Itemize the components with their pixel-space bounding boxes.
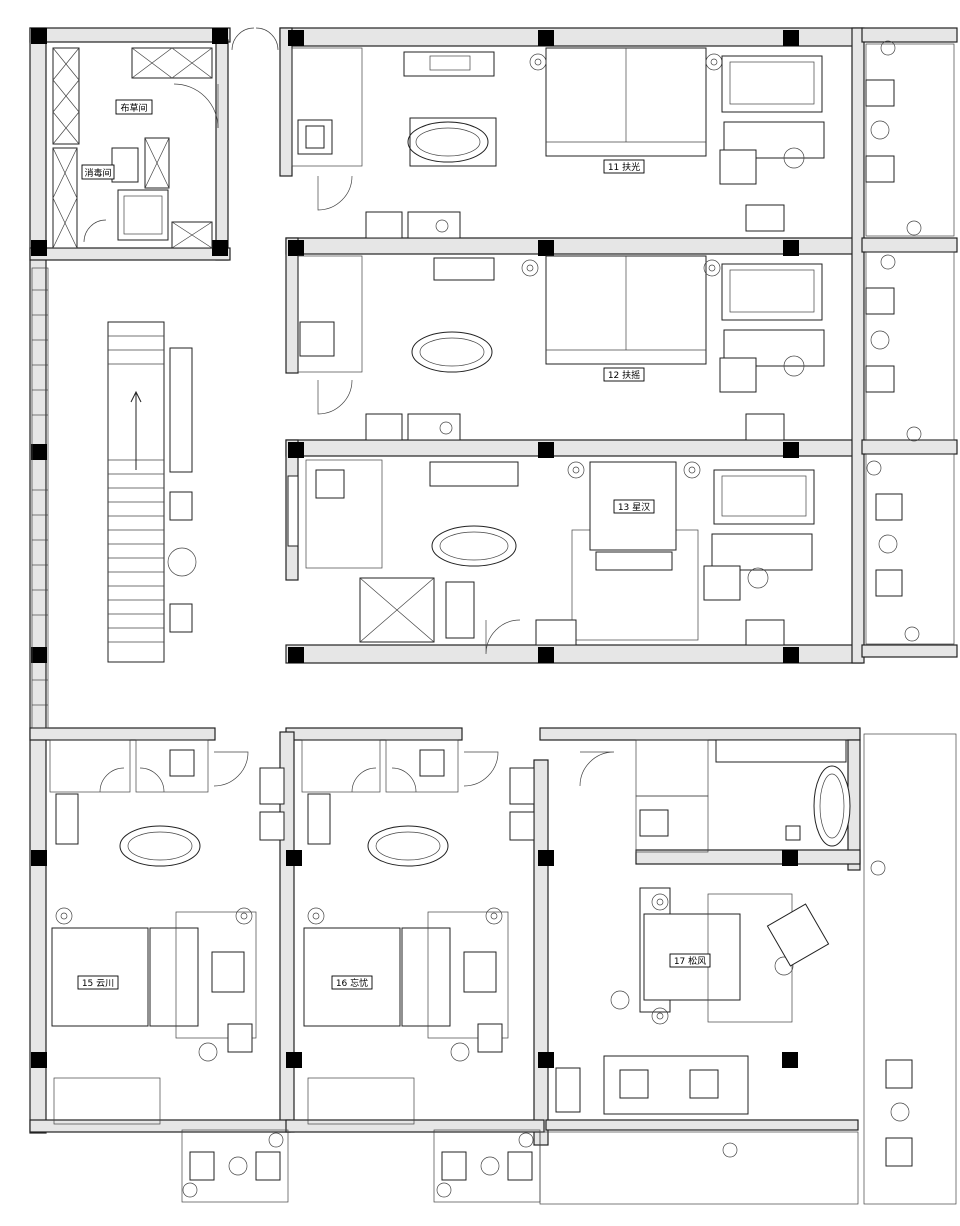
room-17-label: 17 松风 xyxy=(674,955,706,967)
room-16-label: 16 忘忧 xyxy=(336,977,368,989)
room-15-label: 15 云川 xyxy=(82,979,114,989)
columns xyxy=(31,28,799,1068)
room-17: 17 松风 xyxy=(539,733,957,1205)
room-13: 13 星汉 xyxy=(287,453,955,646)
room-12-label: 12 扶摇 xyxy=(608,369,640,381)
room-15: 15 云川 xyxy=(49,739,289,1203)
room-13-label: 13 星汉 xyxy=(618,502,650,513)
doors xyxy=(99,175,615,793)
linen-room-label: 布草间 xyxy=(120,102,147,114)
room-11-label: 11 扶光 xyxy=(608,161,640,173)
staircase xyxy=(107,321,197,663)
disinfection-room-label: 消毒间 xyxy=(84,167,111,179)
room-16: 16 忘忧 xyxy=(301,739,541,1203)
room-12: 12 扶摇 xyxy=(297,251,955,442)
service-rooms: 布草间 消毒间 xyxy=(52,27,279,249)
corridor-window-bays xyxy=(31,267,49,729)
room-11: 11 扶光 xyxy=(291,40,955,239)
